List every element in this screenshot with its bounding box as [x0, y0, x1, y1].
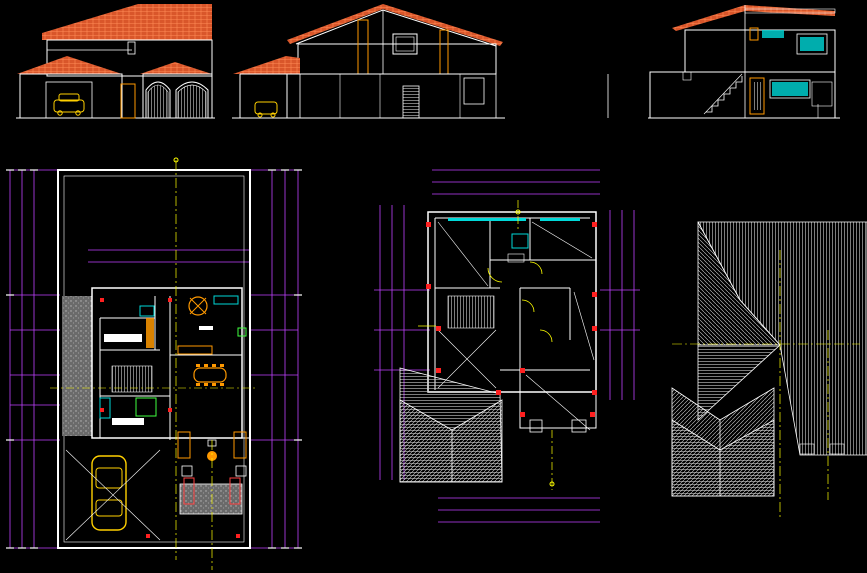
front-elevation: [16, 4, 215, 119]
ground-floor-plan: [6, 157, 302, 570]
dining-table-icon: [193, 364, 227, 386]
roof-plan: [671, 221, 867, 520]
dimension-lines: [9, 169, 299, 549]
side-elevation: [232, 4, 609, 119]
dimension-lines: [374, 169, 640, 523]
section: [648, 5, 840, 119]
sofa-icon: [177, 431, 247, 459]
upper-floor-plan: [374, 169, 640, 523]
car-icon: [53, 93, 85, 116]
round-table-icon: [188, 296, 208, 316]
lower-roof-hatch: [399, 367, 503, 483]
car-icon: [254, 101, 278, 118]
car-icon: [91, 455, 127, 531]
